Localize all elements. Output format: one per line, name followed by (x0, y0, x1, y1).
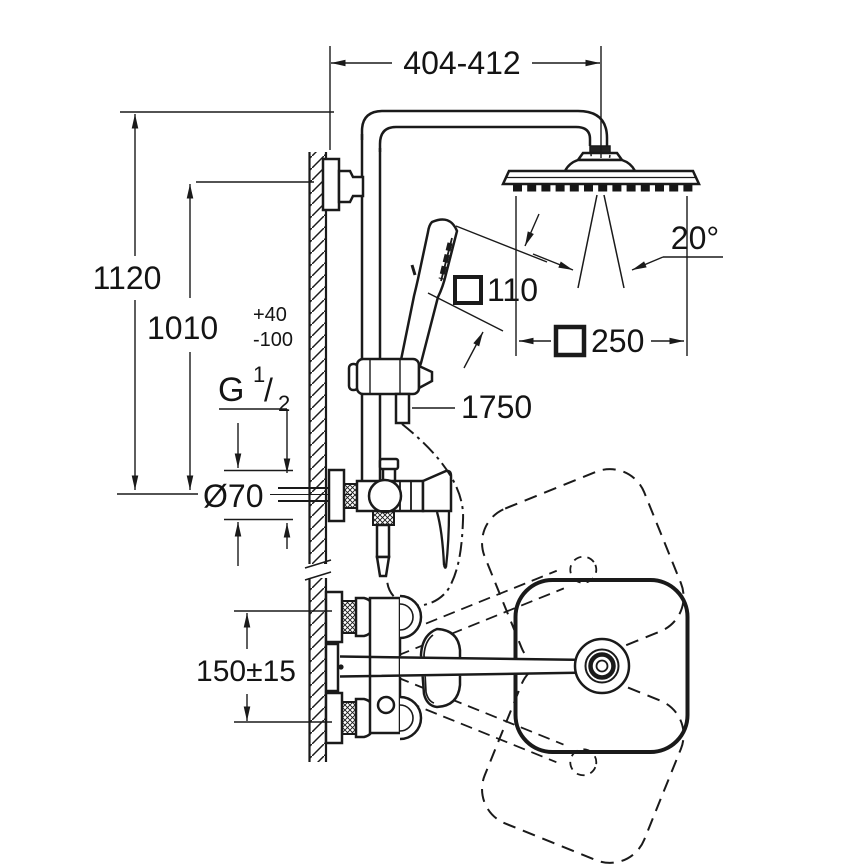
dimension-flange-diameter: Ø70 (203, 423, 293, 566)
shower-riser-and-head (321, 109, 701, 481)
supply-fitting-bottom (324, 691, 374, 745)
top-pipe-inner (378, 125, 592, 152)
shower-arm-fill (400, 656, 592, 677)
thread-denominator: 2 (278, 391, 290, 416)
hand-shower-button (410, 264, 417, 276)
dim-head-face-text: 250 (591, 323, 644, 359)
valve-dome-bottom (399, 695, 423, 741)
dim-tolerance-plus: +40 (253, 304, 287, 326)
wall-bracket-arm (337, 169, 365, 204)
mixer-front-view (270, 423, 465, 607)
dimension-hand-shower-face: 110 (427, 213, 548, 369)
mixer-escutcheon (327, 468, 346, 523)
dim-spray-angle-text: 20° (671, 220, 719, 256)
mixer-ball (367, 478, 403, 514)
dim-mixer-height-text: 1010 (147, 310, 218, 346)
thread-g-text: G (218, 371, 244, 409)
wall-section-lower (308, 578, 328, 762)
dim-flange-dia-text: Ø70 (203, 478, 263, 514)
wall-bracket-escutcheon (321, 157, 341, 212)
head-shower-nozzles (513, 184, 693, 192)
shower-arm (339, 655, 593, 678)
spout-escutcheon (324, 642, 340, 693)
dimension-head-shower-face: 250 (515, 196, 688, 359)
swivel-joint-center (595, 659, 609, 673)
wall-section-upper (304, 152, 332, 581)
mixer-lever (421, 469, 453, 513)
shower-hose-phantom (386, 423, 465, 607)
hose-connector (394, 392, 411, 425)
swivel-joint-ring (588, 652, 616, 680)
dimension-thread-size: G 1 / 2 (218, 362, 291, 549)
head-shower-cap (562, 158, 638, 173)
outlet-nipple (375, 555, 391, 578)
outlet-knurl (372, 510, 395, 526)
supply-fitting-top (324, 590, 374, 644)
thread-numerator: 1 (253, 362, 265, 387)
dimension-supply-spacing: 150±15 (196, 610, 332, 723)
dimension-mixer-height: 1010 +40 -100 (147, 181, 314, 490)
spray-cone-lines (577, 194, 625, 289)
outlet-pipe (375, 523, 391, 559)
swivel-joint-outer (573, 637, 631, 695)
dim-width-range-text: 404-412 (403, 45, 520, 81)
dimension-total-height: 1120 (93, 111, 334, 495)
dim-tolerance-minus: -100 (253, 329, 293, 351)
hand-shower (399, 218, 459, 372)
mixer-top-view (324, 578, 690, 754)
mixer-lever-blade (435, 509, 451, 569)
slider-holder (355, 357, 421, 396)
fixing-screw (376, 695, 396, 715)
dim-supply-spacing-text: 150±15 (196, 655, 296, 688)
dim-total-height-text: 1120 (93, 260, 162, 296)
square-symbol-110 (453, 275, 483, 305)
dimension-spray-angle: 20° (532, 220, 723, 271)
hand-shower-spray-face (438, 242, 453, 280)
top-pipe-outer (360, 109, 609, 146)
valve-dome-top (399, 594, 423, 640)
hand-shower-assembly (347, 218, 459, 425)
riser-rail (360, 134, 382, 481)
swivel-joint-mid (584, 648, 620, 684)
holder-cone (417, 364, 434, 391)
dimension-hose-length: 1750 (412, 389, 532, 425)
diverter-knob (378, 457, 400, 471)
dim-hose-length-text: 1750 (461, 389, 532, 425)
dim-hand-face-text: 110 (487, 272, 538, 308)
square-symbol-250 (553, 324, 587, 358)
thread-slash: / (264, 372, 273, 408)
dimension-width-range: 404-412 (329, 45, 602, 158)
union-nut (343, 483, 358, 509)
